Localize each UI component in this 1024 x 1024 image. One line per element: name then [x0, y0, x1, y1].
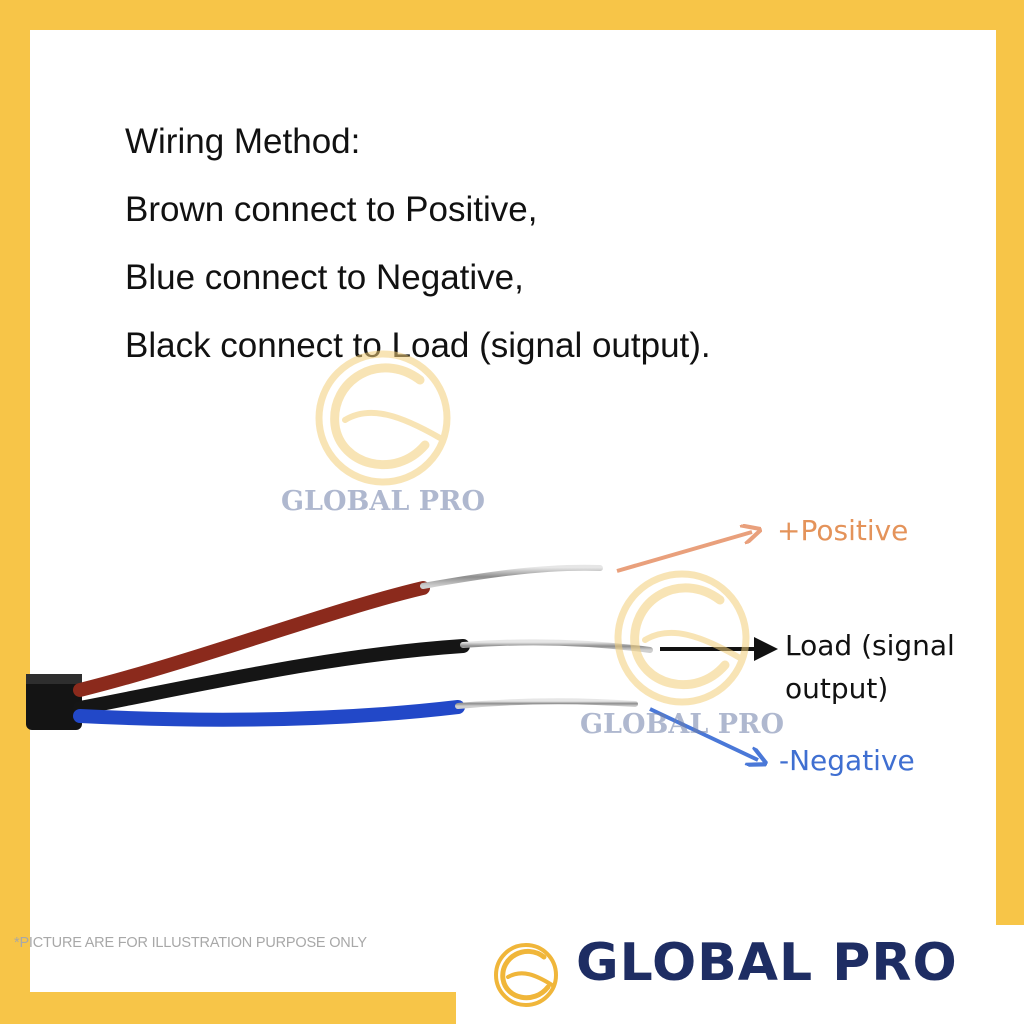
brown-wire: [73, 564, 603, 697]
watermark-top-text: GLOBAL PRO: [281, 486, 485, 517]
watermark-right-text: GLOBAL PRO: [580, 709, 784, 740]
wiring-instructions: Wiring Method: Brown connect to Positive…: [125, 108, 711, 380]
instructions-heading: Wiring Method:: [125, 122, 361, 161]
instruction-brown: Brown connect to Positive,: [125, 190, 538, 229]
illustration-disclaimer: *PICTURE ARE FOR ILLUSTRATION PURPOSE ON…: [14, 935, 367, 951]
black-wire: [73, 639, 653, 715]
g-swirl-logo-icon: [614, 570, 750, 706]
blue-wire: [73, 698, 638, 727]
cable-sheath: [26, 674, 82, 730]
instruction-blue: Blue connect to Negative,: [125, 258, 524, 297]
watermark-top: GLOBAL PRO: [281, 350, 485, 517]
watermark-right: GLOBAL PRO: [580, 570, 784, 740]
g-swirl-logo-icon: [494, 943, 558, 1007]
brand-footer: GLOBAL PRO: [456, 925, 1024, 1024]
negative-label: -Negative: [779, 744, 915, 777]
instruction-black: Black connect to Load (signal output).: [125, 326, 711, 365]
load-label-line2: output): [785, 672, 888, 705]
brand-name: GLOBAL PRO: [576, 933, 958, 993]
g-swirl-logo-icon: [315, 350, 451, 486]
positive-arrow: [616, 532, 752, 573]
content-panel: Wiring Method: Brown connect to Positive…: [30, 30, 996, 996]
load-label-line1: Load (signal: [785, 629, 955, 662]
positive-label: +Positive: [777, 514, 908, 547]
negative-arrow: [649, 707, 758, 760]
footer-band: [0, 992, 468, 1000]
